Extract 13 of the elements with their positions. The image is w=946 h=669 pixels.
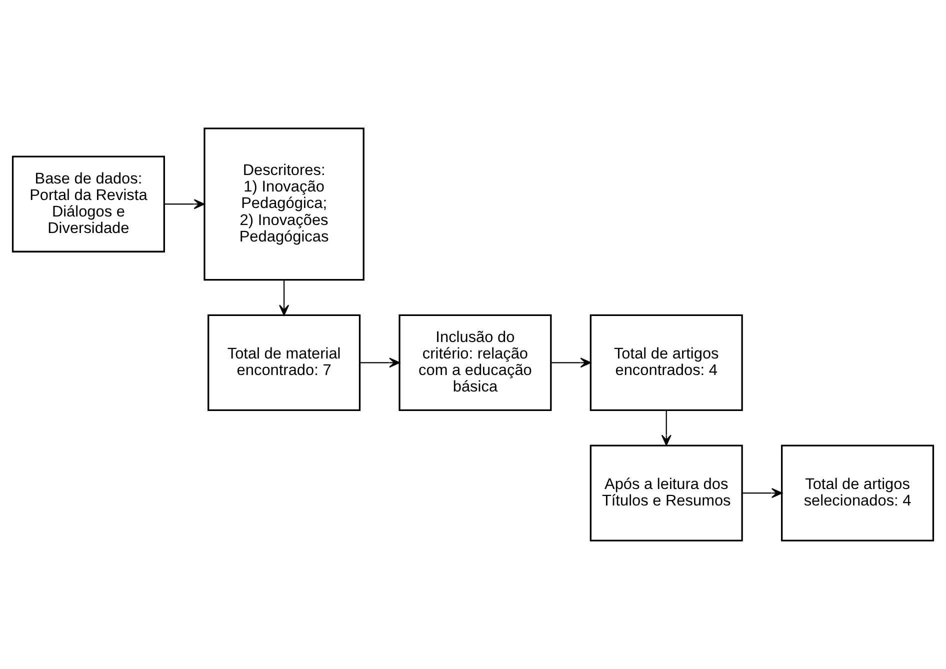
node-box: Total de artigos encontrados: 4 [590,314,743,412]
arrow [164,199,205,210]
arrow [360,358,400,368]
node-box: Inclusão do critério: relação com a educação básica [398,314,552,412]
node-box: Após a leitura dos Títulos e Resumos [590,444,743,542]
node-box: Total de material encontrado: 7 [208,314,361,412]
node-box: Total de artigos selecionados: 4 [781,444,934,542]
arrow [661,410,672,446]
arrow [279,280,290,316]
arrow [742,488,782,498]
node-box: Descritores: 1) Inovação Pedagógica; 2) Inovações Pedagógicas [204,128,364,281]
arrow [551,358,592,368]
node-box: Base de dados: Portal da Revista Diálogos e Diversidade [12,156,165,252]
